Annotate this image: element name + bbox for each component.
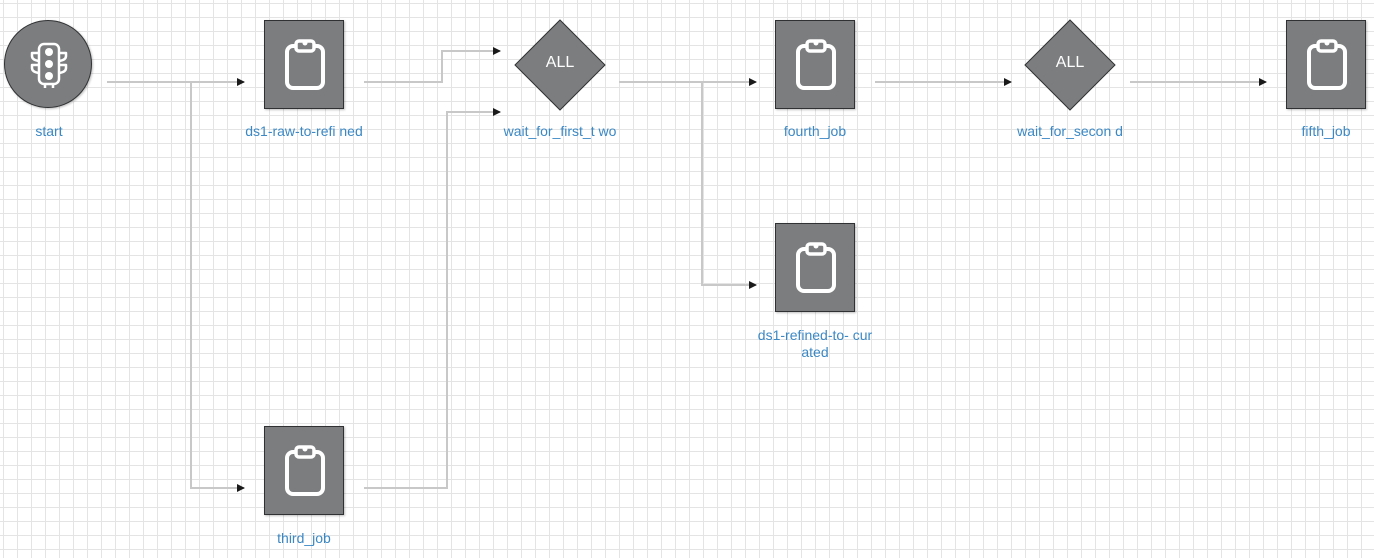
node-ds1-refined-to-curated-label[interactable]: ds1-refined-to- curated	[757, 327, 873, 360]
node-wait-for-second-label[interactable]: wait_for_secon d	[1017, 123, 1123, 139]
node-fifth-job-label[interactable]: fifth_job	[1301, 123, 1351, 139]
fourth-job-box[interactable]	[775, 20, 855, 109]
clipboard-icon	[285, 445, 325, 496]
ds1-refined-to-curated-box[interactable]	[775, 223, 855, 312]
node-wait-for-second[interactable]: ALL	[1024, 19, 1116, 111]
node-wait-for-first-two[interactable]: ALL	[514, 19, 606, 111]
edge-start-to-third-job	[190, 82, 245, 492]
clipboard-icon	[796, 242, 836, 293]
node-start-label[interactable]: start	[35, 123, 63, 139]
node-fourth-job-label[interactable]: fourth_job	[783, 123, 847, 139]
node-ds1-raw-to-refined-label[interactable]: ds1-raw-to-refi ned	[245, 123, 363, 139]
start-circle[interactable]	[4, 20, 92, 108]
gate-diamond	[514, 19, 606, 111]
clipboard-icon	[1307, 39, 1347, 90]
gate-diamond	[1024, 19, 1116, 111]
clipboard-icon	[796, 39, 836, 90]
clipboard-icon	[285, 39, 325, 90]
node-wait-for-first-two-label[interactable]: wait_for_first_t wo	[503, 123, 617, 139]
edge-third-job-to-wait-for-first-two	[364, 108, 501, 489]
ds1-raw-to-refined-box[interactable]	[264, 20, 344, 109]
traffic-light-icon	[30, 42, 68, 88]
node-third-job-label[interactable]: third_job	[277, 530, 331, 546]
third-job-box[interactable]	[264, 426, 344, 515]
fifth-job-box[interactable]	[1286, 20, 1366, 109]
edge-ds1-raw-to-refined-to-wait-for-first-two	[364, 47, 501, 83]
edge-wait-for-first-two-to-ds1-refined-to-curated	[701, 82, 757, 289]
gate-all-label: ALL	[545, 54, 575, 71]
gate-all-label: ALL	[1055, 54, 1085, 71]
